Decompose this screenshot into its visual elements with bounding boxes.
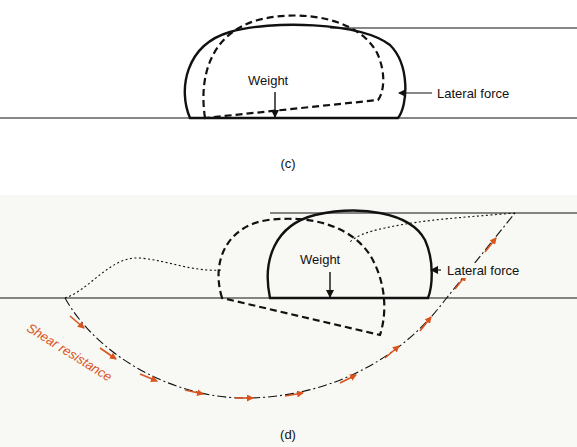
load-label: Weight (248, 73, 288, 88)
force-arrow (399, 92, 432, 93)
panel-label: (c) (280, 156, 295, 171)
force-label: Lateral force (445, 263, 521, 278)
heave-line (65, 258, 222, 298)
heave-line (350, 213, 515, 242)
panel-label: (d) (280, 427, 296, 442)
panel-ground (0, 195, 577, 447)
displaced-block (203, 15, 383, 118)
surface-line (330, 27, 577, 28)
solid-block (268, 211, 432, 298)
weight-arrow (274, 92, 275, 117)
force-label: Lateral force (437, 86, 509, 101)
displaced-block (219, 219, 385, 335)
solid-block (185, 25, 406, 118)
shear-arrows (70, 238, 496, 398)
force-arrow (431, 269, 441, 270)
load-label: Weight (300, 252, 340, 267)
weight-arrow (329, 272, 330, 297)
slip-surface (65, 213, 515, 398)
surface-line (270, 212, 577, 213)
